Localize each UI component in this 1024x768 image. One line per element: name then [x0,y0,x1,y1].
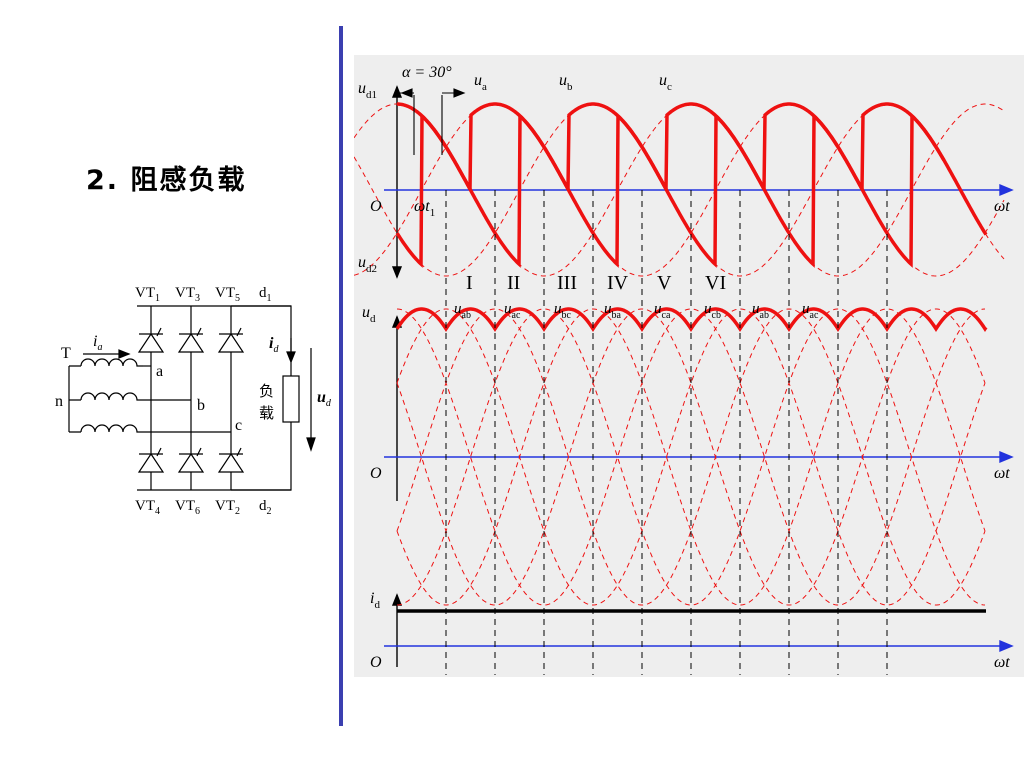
svg-text:VT5: VT5 [215,285,240,304]
line-voltage-labels: uab uac ubc uba uca ucb uab uac [454,301,819,321]
ud-envelope [395,307,988,332]
alpha-label: α = 30° [402,64,452,81]
svg-text:ub: ub [559,72,573,93]
svg-text:ud1: ud1 [358,80,377,101]
svg-text:ua: ua [474,72,487,93]
segment-label: I [466,272,473,294]
transformer-label: T [61,345,71,362]
axis-label-3: ωt [994,654,1010,671]
svg-text:uba: uba [604,301,622,321]
svg-text:uac: uac [802,301,819,321]
segment-label: III [557,272,577,294]
axis-label-1: ωt [994,198,1010,215]
node-b: b [197,397,205,414]
svg-text:ucb: ucb [704,301,721,321]
svg-text:VT4: VT4 [135,498,160,517]
segment-label: IV [607,272,629,294]
svg-text:ud: ud [317,389,332,409]
origin-3: O [370,654,382,671]
svg-text:载: 载 [259,405,274,422]
origin-1: O [370,198,382,215]
node-c: c [235,417,242,434]
node-a: a [156,363,163,380]
svg-text:ubc: ubc [554,301,572,321]
vertical-divider [339,26,343,726]
svg-text:uab: uab [752,301,769,321]
svg-text:d1: d1 [259,285,272,304]
alpha-annotation [400,88,466,155]
waveform-background [354,55,1024,677]
svg-text:id: id [269,335,279,355]
segment-numerals: I II III IV V VI [466,272,726,294]
svg-text:uca: uca [654,301,671,321]
bridge-circuit-diagram: VT1 VT3 VT5 d1 VT4 VT6 VT2 d2 [55,285,332,517]
segment-label: II [507,272,520,294]
slide-title: 2. 阻感负载 [86,165,247,196]
svg-text:uab: uab [454,301,471,321]
svg-text:负: 负 [259,383,274,400]
segment-label: VI [705,272,726,294]
bottom-thyristor-labels: VT4 VT6 VT2 d2 [135,498,272,517]
segment-label: V [657,272,672,294]
svg-text:id: id [370,590,380,611]
svg-text:VT2: VT2 [215,498,240,517]
svg-text:VT6: VT6 [175,498,200,517]
load-resistor [282,375,300,423]
commutation-dashed-lines [445,190,888,675]
svg-text:ia: ia [93,333,102,353]
origin-2: O [370,465,382,482]
ud2-envelope [395,112,988,268]
svg-text:d2: d2 [259,498,272,517]
axis-label-2: ωt [994,465,1010,482]
svg-text:ud: ud [362,304,376,325]
svg-text:uac: uac [504,301,521,321]
ud1-ud2-envelopes [395,102,988,268]
ud-output-envelope [395,307,988,332]
top-thyristor-labels: VT1 VT3 VT5 d1 [135,285,272,304]
svg-text:ωt1: ωt1 [414,198,435,219]
transformer-coils [80,358,143,433]
svg-text:uc: uc [659,72,672,93]
svg-text:VT3: VT3 [175,285,200,304]
thyristor-symbols [137,320,245,476]
svg-text:VT1: VT1 [135,285,160,304]
waveform-panel: α = 30° ua ub uc ud1 ud2 ud id O O O ωt … [354,55,1024,677]
neutral-label: n [55,393,63,410]
svg-text:ud2: ud2 [358,254,377,275]
